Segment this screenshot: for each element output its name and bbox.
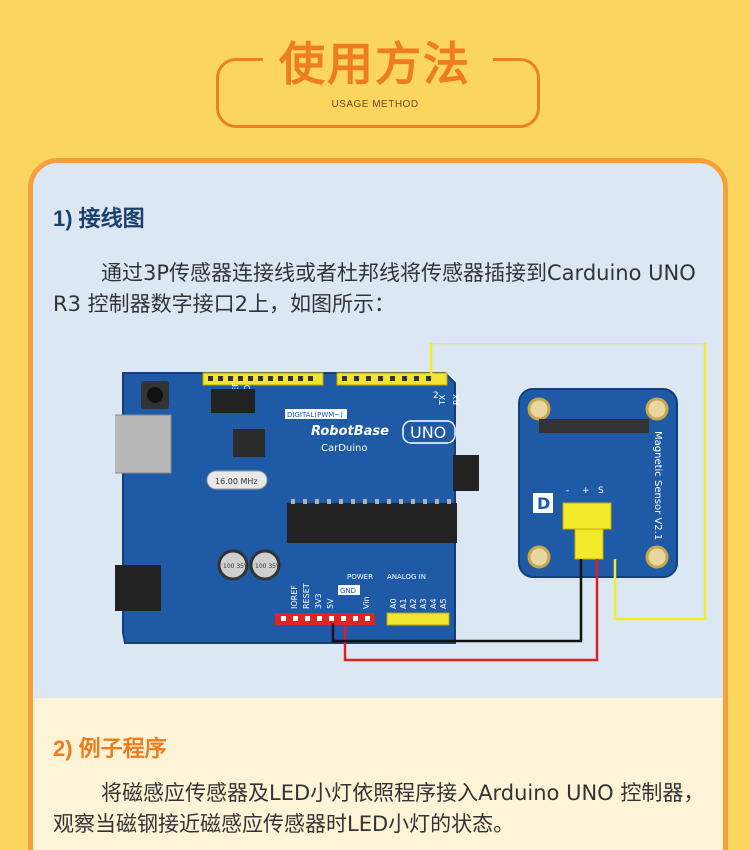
pin-tx-label: TX: [438, 394, 447, 406]
pin-reset-label: RESET: [302, 583, 311, 609]
pin-5v-label: 5V: [326, 598, 335, 609]
magnetic-sensor-module: D Magnetic Sensor V2.1 - + S: [518, 388, 678, 578]
analog-label: ANALOG IN: [387, 573, 426, 581]
signal-wire: [429, 343, 707, 621]
sensor-name: Magnetic Sensor V2.1: [652, 431, 663, 540]
page-subtitle: USAGE METHOD: [331, 99, 419, 110]
arduino-board: AREF GND 2 TX RX DIGITAL(PWM~) RobotBase…: [115, 372, 479, 644]
wiring-description: 通过3P传感器连接线或者杜邦线将传感器插接到Carduino UNO R3 控制…: [53, 261, 696, 316]
pin-2-label: 2: [433, 391, 439, 401]
capacitor-1: [217, 549, 249, 581]
digital-label: DIGITAL(PWM~): [287, 411, 343, 419]
icsp-header: [211, 389, 255, 413]
capacitor-2: [249, 549, 281, 581]
usb-port: [115, 414, 172, 474]
pin-a0-label: A0: [389, 598, 398, 609]
board-model: UNO: [410, 423, 446, 442]
pin-a5-label: A5: [439, 598, 448, 609]
brand-logo: RobotBase: [311, 424, 389, 439]
pin-a1-label: A1: [399, 598, 408, 609]
pin-ioref-label: IOREF: [290, 585, 299, 609]
page-title: 使用方法: [279, 37, 471, 91]
sensor-pin-gnd: -: [566, 486, 569, 496]
power-header: [275, 613, 375, 625]
reed-switch: [539, 419, 649, 433]
example-description: 将磁感应传感器及LED小灯依照程序接入Arduino UNO 控制器，观察当磁钢…: [53, 781, 705, 836]
gnd-wire: [331, 559, 583, 643]
analog-header: [386, 612, 450, 626]
content-card: 1) 接线图 通过3P传感器连接线或者杜邦线将传感器插接到Carduino UN…: [28, 158, 728, 850]
capacitor-2-label: 100 35V: [255, 563, 281, 570]
pin-gnd-label: GND: [340, 587, 356, 595]
pin-a3-label: A3: [419, 598, 428, 609]
header-gap: [263, 40, 493, 80]
usb-chip: [233, 429, 265, 457]
icsp-header-right: [453, 455, 479, 491]
section-title-example: 2) 例子程序: [53, 736, 167, 761]
capacitor-1-label: 100 35V: [223, 563, 249, 570]
power-label: POWER: [347, 573, 373, 581]
sensor-pin-vcc: +: [582, 486, 590, 496]
sensor-connector: [574, 528, 604, 560]
wiring-diagram: AREF GND 2 TX RX DIGITAL(PWM~) RobotBase…: [115, 343, 707, 662]
pin-vin-label: Vin: [362, 596, 371, 609]
pin-rx-label: RX: [452, 393, 461, 405]
board-name: CarDuino: [321, 443, 368, 454]
pin-a2-label: A2: [409, 598, 418, 609]
pin-a4-label: A4: [429, 598, 438, 609]
crystal-label: 16.00 MHz: [215, 477, 258, 486]
main-chip: [287, 503, 457, 543]
pin-3v3-label: 3V3: [314, 593, 323, 609]
sensor-logo: D: [537, 494, 550, 513]
sensor-pin-signal: S: [598, 486, 604, 496]
power-jack: [115, 565, 161, 611]
crystal: [206, 470, 268, 490]
section-title-wiring: 1) 接线图: [53, 206, 145, 231]
